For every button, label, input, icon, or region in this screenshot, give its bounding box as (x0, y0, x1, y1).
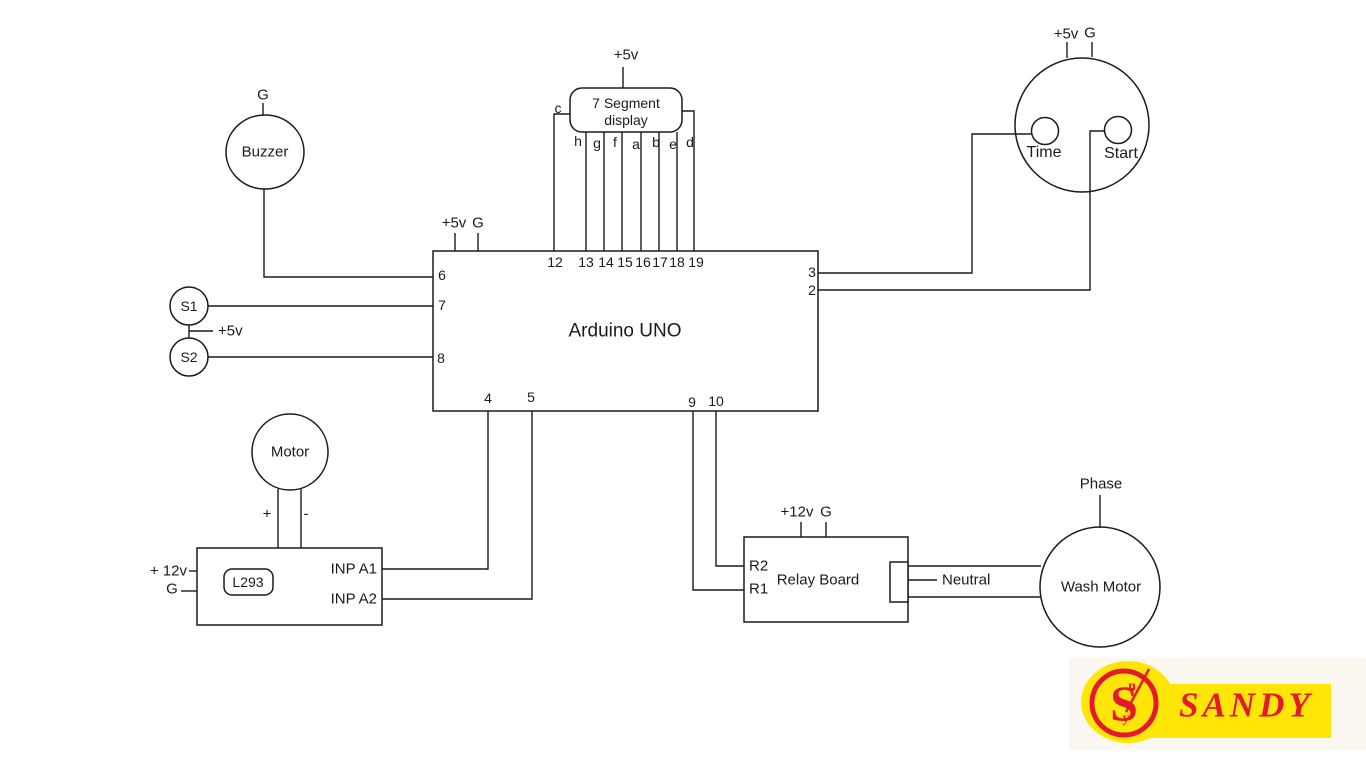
wire-buzzer-to-pin6 (263, 189, 433, 278)
arduino-pin-8: 8 (437, 350, 445, 366)
timer-supply-label: +5v (1053, 25, 1079, 43)
7seg-pin-a: a (632, 136, 640, 152)
logo-wordmark: SANDY (1179, 685, 1314, 725)
sandy-logo (1069, 658, 1366, 750)
timer-knob-circle (1014, 57, 1150, 193)
arduino-pin-18: 18 (669, 254, 685, 270)
logo-monogram-s: S (1110, 675, 1138, 731)
7seg-pin-f: f (613, 134, 617, 150)
7seg-pin-c: c (554, 100, 562, 116)
7seg-pin-g: g (593, 135, 601, 151)
l293-inpa1-label: INP A1 (330, 560, 377, 578)
motor-label: Motor (270, 443, 310, 461)
phase-label: Phase (1079, 475, 1123, 493)
time-terminal-circle (1030, 116, 1060, 146)
arduino-pin-15: 15 (617, 254, 633, 270)
arduino-pin-19: 19 (688, 254, 704, 270)
7seg-supply-label: +5v (613, 46, 639, 64)
seven-segment-box (569, 87, 683, 133)
l293-inpa2-label: INP A2 (330, 590, 377, 608)
buzzer-ground-label: G (257, 86, 269, 104)
relay-supply-label: +12v (780, 503, 814, 521)
arduino-pin-10: 10 (708, 393, 724, 409)
arduino-title: Arduino UNO (568, 320, 682, 342)
arduino-pin-16: 16 (635, 254, 651, 270)
arduino-pin-7: 7 (438, 297, 446, 313)
wire-pin2-to-start (818, 130, 1105, 291)
arduino-pin-13: 13 (578, 254, 594, 270)
motor-circle (251, 413, 329, 491)
switch-s1-label: S1 (180, 298, 198, 314)
arduino-pin-12: 12 (547, 254, 563, 270)
logo-monogram-n: n (1128, 679, 1136, 694)
arduino-pin-14: 14 (598, 254, 614, 270)
arduino-ground-label: G (472, 214, 484, 232)
wire-inpa1-to-pin4 (382, 411, 489, 570)
arduino-pin-17: 17 (652, 254, 668, 270)
relay-r2-label: R2 (749, 557, 769, 575)
wire-7seg-c-to-pin12 (553, 113, 570, 251)
l293-ground-label: G (166, 580, 178, 598)
relay-r1-label: R1 (749, 580, 769, 598)
l293-chip-box (223, 568, 274, 596)
arduino-box (432, 250, 819, 412)
wash-motor-label: Wash Motor (1060, 578, 1142, 596)
arduino-5v-label: +5v (441, 214, 467, 232)
arduino-pin-6: 6 (438, 267, 446, 283)
relay-output-connector (889, 561, 909, 603)
timer-start-label: Start (1104, 145, 1138, 162)
motor-minus-label: - (303, 505, 309, 523)
l293-supply-label: + 12v (149, 562, 187, 580)
neutral-label: Neutral (942, 571, 991, 589)
wire-7seg-d-to-pin19 (682, 110, 695, 251)
arduino-pin-9: 9 (688, 394, 696, 410)
motor-plus-label: + (262, 505, 272, 523)
wire-pin3-to-time (818, 133, 1031, 274)
logo-ring (1089, 668, 1159, 738)
7seg-title-line2: display (604, 112, 648, 128)
logo-monogram-y: y (1122, 711, 1130, 726)
wire-inpa2-to-pin5 (382, 411, 533, 600)
arduino-pin-3: 3 (808, 264, 816, 280)
7seg-pin-d: d (686, 134, 694, 150)
wire-pin9-to-r1 (692, 411, 744, 591)
arduino-pin-5: 5 (527, 389, 535, 405)
l293-chip-label: L293 (232, 574, 264, 590)
7seg-title-line1: 7 Segment (592, 95, 660, 111)
start-terminal-circle (1103, 115, 1133, 145)
switch-s2-label: S2 (180, 349, 198, 365)
relay-board-label: Relay Board (776, 571, 860, 589)
arduino-pin-4: 4 (484, 390, 492, 406)
logo-slash (1124, 668, 1151, 713)
arduino-pin-2: 2 (808, 282, 816, 298)
7seg-pin-h: h (574, 133, 582, 149)
wire-pin10-to-r2 (715, 411, 744, 567)
buzzer-circle (225, 114, 305, 190)
7seg-pin-b: b (652, 134, 660, 150)
timer-time-label: Time (1026, 144, 1062, 161)
timer-ground-label: G (1084, 24, 1096, 42)
switch-supply-label: +5v (218, 322, 243, 340)
wires (181, 42, 1105, 600)
7seg-pin-e: e (669, 136, 677, 152)
relay-ground-label: G (820, 503, 832, 521)
buzzer-label: Buzzer (241, 143, 289, 161)
